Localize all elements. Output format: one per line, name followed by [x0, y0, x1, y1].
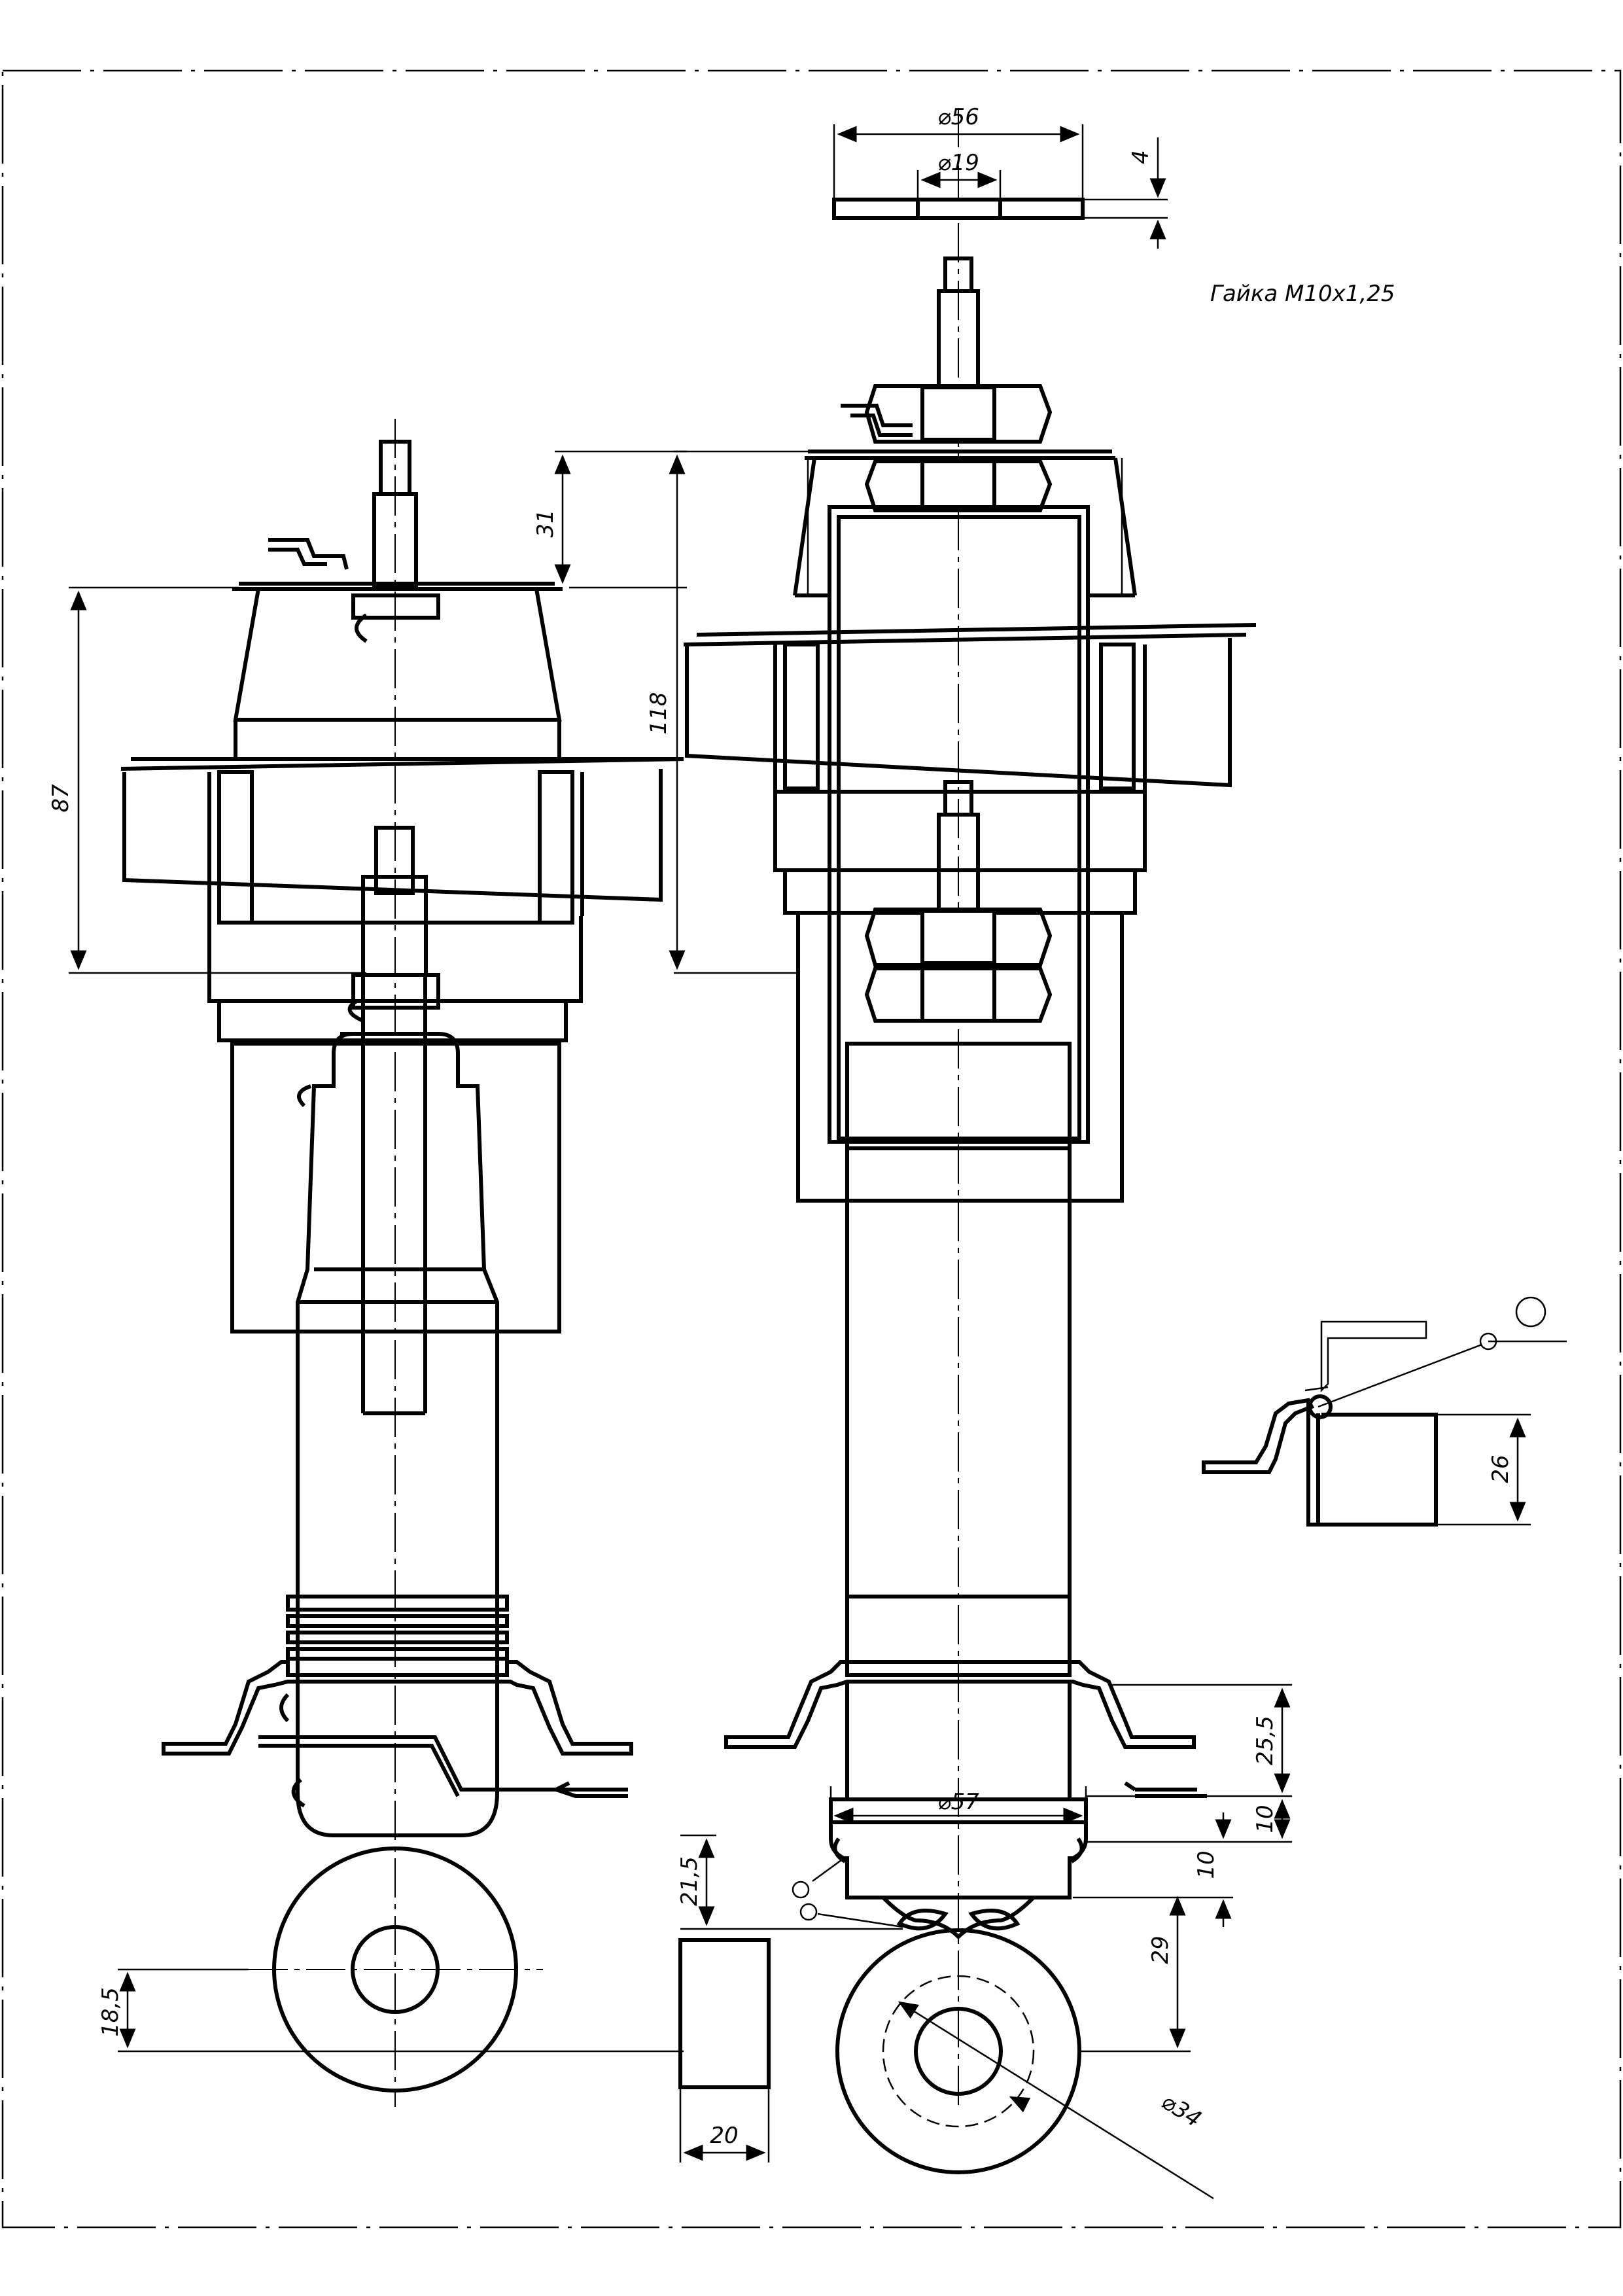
right-inner-pad: [864, 966, 1053, 1023]
right-top-pad: [864, 459, 1053, 512]
left-dimensions: 87 31 18,5: [48, 450, 687, 2053]
left-body-panel: [120, 757, 684, 902]
dim-20-label: 20: [710, 2123, 738, 2149]
left-top-clip-bend: [355, 613, 368, 643]
dim-29-label: 29: [1147, 1935, 1174, 1964]
left-dust-cover: [230, 1042, 561, 1333]
weld-detail-view: 26: [1202, 1296, 1567, 1527]
weld-symbol-circle: [1515, 1296, 1546, 1328]
left-cone-cup: [233, 588, 562, 722]
left-assembly-view: [120, 419, 684, 2107]
right-top-plate: [805, 450, 1115, 460]
dim-34-label: ⌀34: [1157, 2089, 1206, 2133]
dim-washer-outer-label: ⌀56: [937, 104, 979, 130]
weld-mark-circle-2: [799, 1903, 818, 1921]
right-threaded-collar: [845, 1595, 1072, 1664]
right-lower-eye-bore: [914, 2007, 1003, 2096]
dim-31-label: 31: [532, 509, 559, 537]
left-top-washer: [351, 593, 440, 620]
dim-21-5-label: 21,5: [676, 1856, 703, 1906]
bushing-section: [678, 1938, 771, 2089]
right-top-nut: [864, 384, 1053, 444]
dim-87-label: 87: [48, 784, 74, 813]
dim-25-5-label: 25,5: [1252, 1716, 1278, 1765]
right-assembly-view: [678, 108, 1257, 2174]
dim-10b-label: 10: [1193, 1850, 1219, 1879]
right-lower-spring-seat: [724, 1660, 1196, 1749]
detail-seat-profile: [1202, 1398, 1315, 1474]
right-dimensions: ⌀56 ⌀19 4 Гайка М10х1,25 118 25,5 10 10: [646, 104, 1395, 2200]
left-hose-bracket: [258, 1735, 628, 1798]
right-body-panel: [683, 623, 1257, 788]
left-inner-nut: [351, 973, 440, 1010]
left-lower-spring-seat: [162, 1660, 633, 1756]
left-rubber-bushing-left: [217, 770, 254, 925]
right-piston-block: [845, 1042, 1072, 1150]
left-housing-collar: [217, 999, 568, 1042]
nut-note: Гайка М10х1,25: [1210, 281, 1395, 307]
right-weld-neck: [881, 1896, 1036, 1940]
right-inner-sleeve: [828, 505, 1090, 1144]
detail-weld-bead: [1308, 1394, 1333, 1419]
detail-cup-wall: [1308, 1413, 1438, 1527]
drawing-frame: [1, 69, 1622, 2229]
dim-18-5-label: 18,5: [97, 1987, 124, 2037]
left-top-clip: [268, 538, 349, 570]
left-inner-rod-tip: [374, 826, 415, 895]
dim-57-label: ⌀57: [937, 1789, 979, 1815]
dim-washer-thickness-label: 4: [1128, 150, 1154, 164]
right-eye-dashed-circle: [882, 1975, 1035, 2128]
right-rubber-bushing-right: [1099, 643, 1136, 790]
weld-mark-circle-1: [792, 1881, 810, 1899]
right-rubber-bushing-left: [783, 643, 820, 790]
right-inner-nut: [864, 908, 1053, 967]
dim-10a-label: 10: [1252, 1805, 1278, 1833]
dim-118-label: 118: [646, 692, 672, 735]
left-cylinder-bottom: [296, 1792, 499, 1837]
left-cylinder-upper: [296, 1032, 499, 1598]
dim-washer-inner-label: ⌀19: [937, 150, 979, 176]
dim-26-label: 26: [1488, 1455, 1514, 1483]
left-top-plate: [232, 582, 563, 591]
left-rubber-bushing-right: [538, 770, 574, 925]
